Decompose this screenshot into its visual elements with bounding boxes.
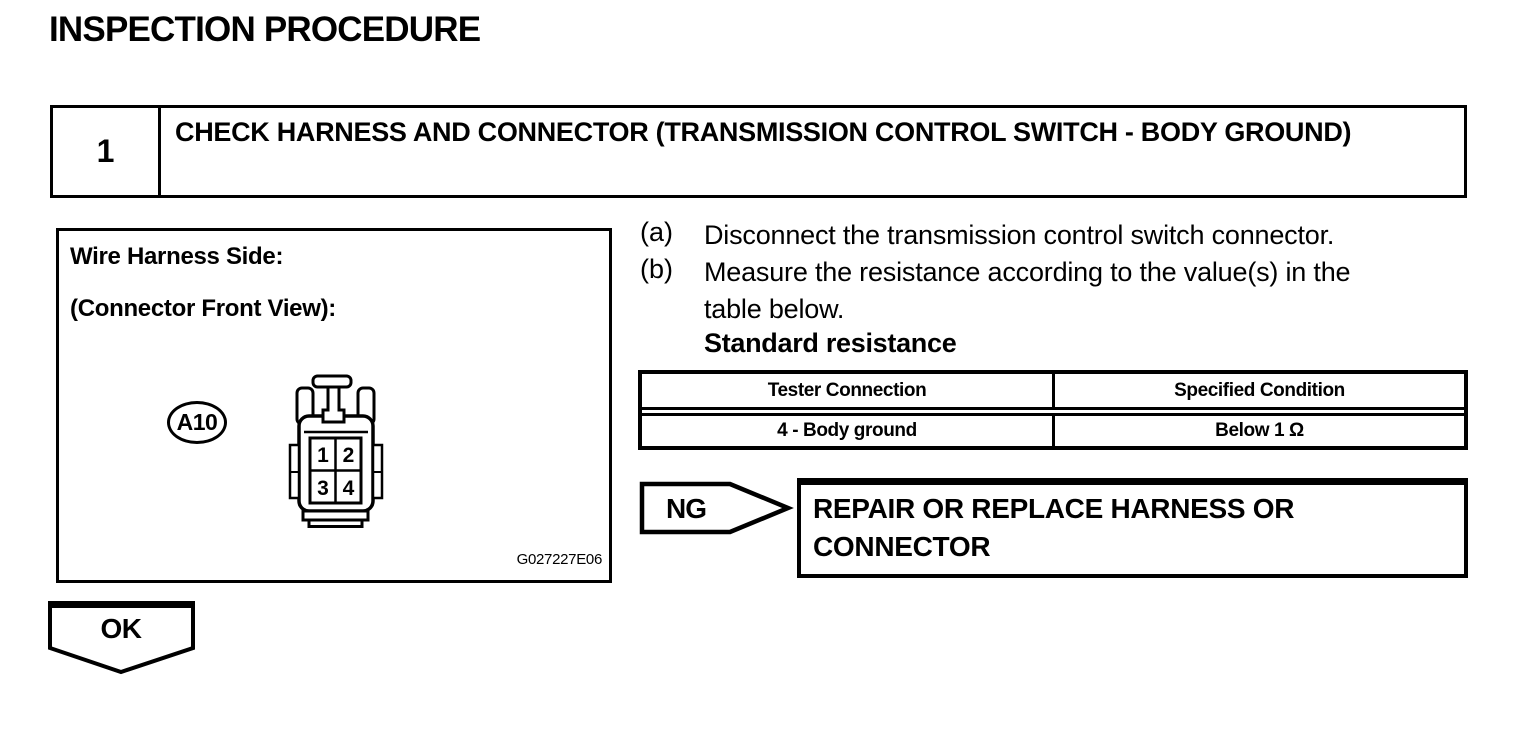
pin-2-label: 2 xyxy=(343,444,355,467)
pin-3-label: 3 xyxy=(317,477,329,500)
ok-arrow-shape xyxy=(48,604,195,675)
instruction-b-label: (b) xyxy=(640,254,673,284)
ng-arrow: NG xyxy=(639,481,794,535)
connector-id-label: A10 xyxy=(176,409,218,435)
ok-arrow-label: OK xyxy=(101,613,142,644)
table-header-row: Tester Connection Specified Condition xyxy=(642,374,1464,407)
connector-diagram: 1 2 3 4 xyxy=(288,374,384,528)
pin-1-label: 1 xyxy=(317,444,329,467)
figure-caption-harness-side: Wire Harness Side: xyxy=(70,243,284,270)
step-number: 1 xyxy=(53,108,161,195)
ok-arrow: OK xyxy=(48,601,195,675)
table-header-tester-connection: Tester Connection xyxy=(642,374,1055,407)
standard-resistance-heading: Standard resistance xyxy=(704,328,957,358)
instruction-a-text: Disconnect the transmission control swit… xyxy=(704,220,1335,250)
figure-caption-front-view: (Connector Front View): xyxy=(70,295,336,322)
figure-code: G027227E06 xyxy=(516,551,603,568)
instruction-a-label: (a) xyxy=(640,217,673,247)
step-title: CHECK HARNESS AND CONNECTOR (TRANSMISSIO… xyxy=(175,117,1352,147)
connector-figure-box: Wire Harness Side: (Connector Front View… xyxy=(56,228,612,583)
connector-base-lower xyxy=(307,518,364,528)
ng-action-box: REPAIR OR REPLACE HARNESS OR CONNECTOR xyxy=(797,478,1468,578)
connector-id-badge: A10 xyxy=(167,401,227,444)
instruction-b-text: Measure the resistance according to the … xyxy=(704,257,1351,324)
ng-arrow-label: NG xyxy=(666,493,706,524)
table-row: 4 - Body ground Below 1 Ω xyxy=(642,416,1464,446)
resistance-table: Tester Connection Specified Condition 4 … xyxy=(638,370,1468,450)
step-header-box: 1 CHECK HARNESS AND CONNECTOR (TRANSMISS… xyxy=(50,105,1467,198)
pin-4-label: 4 xyxy=(343,477,355,500)
connector-latch xyxy=(321,380,346,424)
table-cell-specified-condition: Below 1 Ω xyxy=(1215,420,1304,441)
ng-arrow-shape xyxy=(639,481,794,535)
table-cell-tester-connection: 4 - Body ground xyxy=(642,416,1055,446)
page-title: INSPECTION PROCEDURE xyxy=(49,10,481,49)
connector-top-tab xyxy=(311,374,353,389)
table-header-separator xyxy=(642,407,1464,416)
table-header-specified-condition: Specified Condition xyxy=(1174,379,1345,401)
